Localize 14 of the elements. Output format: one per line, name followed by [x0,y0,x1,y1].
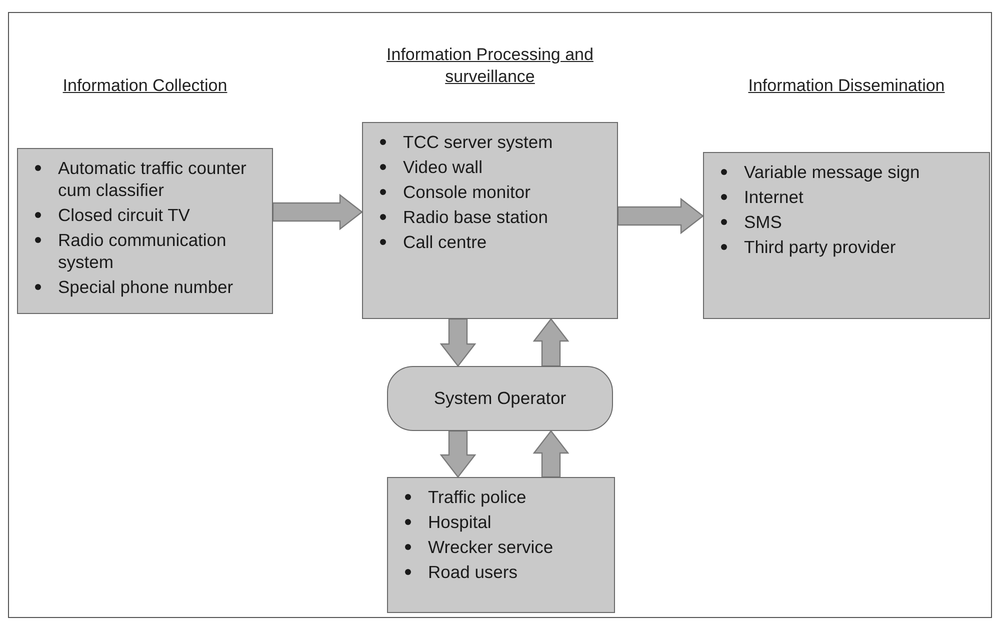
list-box: Automatic traffic counter cum classifier Closed circuit TV Radio communication system Special phone number [17,148,273,314]
block-arrow [617,198,704,234]
block-arrow [440,318,476,367]
block-arrow [272,194,363,230]
list-box: Traffic police Hospital Wrecker service Road users [387,477,615,613]
list-box: Variable message sign Internet SMS Third party provider [703,152,990,319]
list-box: TCC server system Video wall Console monitor Radio base station Call centre [362,122,618,319]
block-arrow [440,430,476,478]
section-heading: Information Collection [62,76,228,95]
operator-box: System Operator [387,366,613,431]
block-arrow [532,318,570,367]
section-heading: Information Processing and surveillance [386,45,594,86]
block-arrow [532,430,570,478]
section-heading: Information Dissemination [748,76,945,95]
